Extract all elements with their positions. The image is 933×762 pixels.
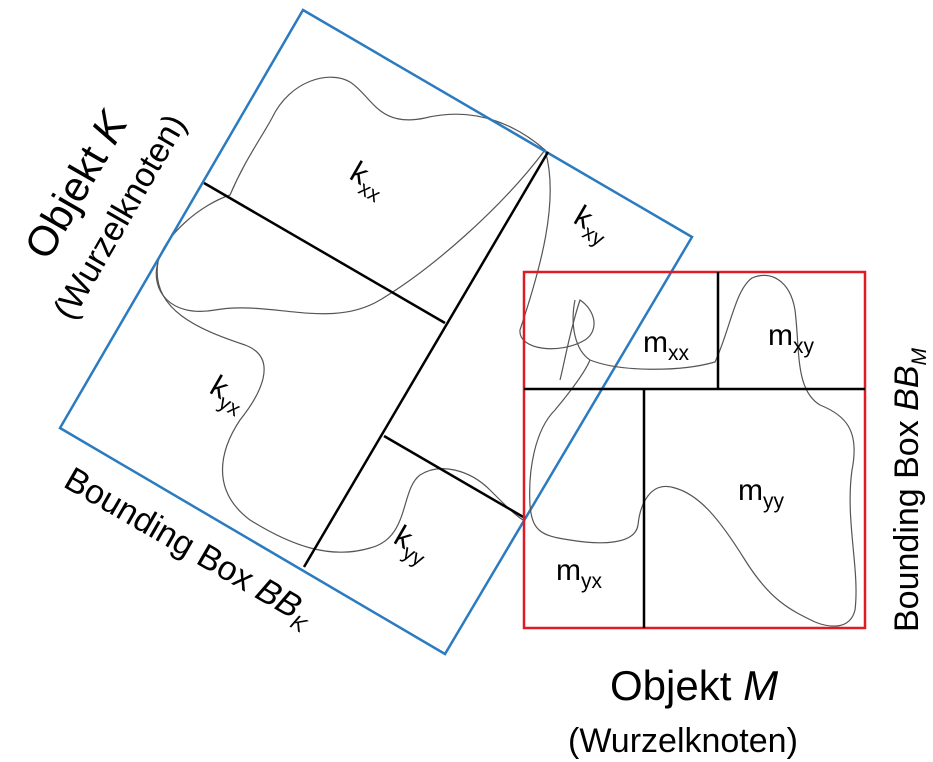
cell-label-mxy: mxy	[768, 319, 815, 358]
k-split-main-vertical	[302, 151, 550, 568]
objekt-k-outline-lower	[156, 261, 524, 553]
k-split-right-horizontal	[383, 434, 526, 520]
objekt-m-group: mxx mxy myx myy Objekt M (Wurzelknoten) …	[522, 270, 931, 760]
cell-label-myx: myx	[556, 554, 603, 593]
objekt-k-outline	[155, 76, 546, 315]
bounding-box-k-label: Bounding Box BBK	[56, 460, 321, 638]
cell-label-kxx: kxx	[342, 155, 393, 207]
cell-label-mxx: mxx	[643, 326, 690, 365]
bounding-box-k	[58, 8, 694, 656]
objekt-m-outline	[529, 274, 857, 627]
objekt-k-group: kxx kxy kyx kyy Objekt K (Wurzelknoten) …	[15, 8, 694, 656]
objekt-m-subtitle: (Wurzelknoten)	[568, 722, 798, 760]
cell-label-kxy: kxy	[566, 199, 617, 251]
objekt-k-outline-tail	[519, 149, 595, 381]
k-split-left-horizontal	[203, 181, 446, 325]
bounding-box-m	[522, 270, 867, 630]
cell-label-myy: myy	[738, 474, 785, 513]
cell-label-kyy: kyy	[386, 519, 437, 571]
bounding-box-m-label: Bounding Box BBM	[888, 347, 931, 632]
objekt-m-title: Objekt M	[610, 662, 778, 709]
